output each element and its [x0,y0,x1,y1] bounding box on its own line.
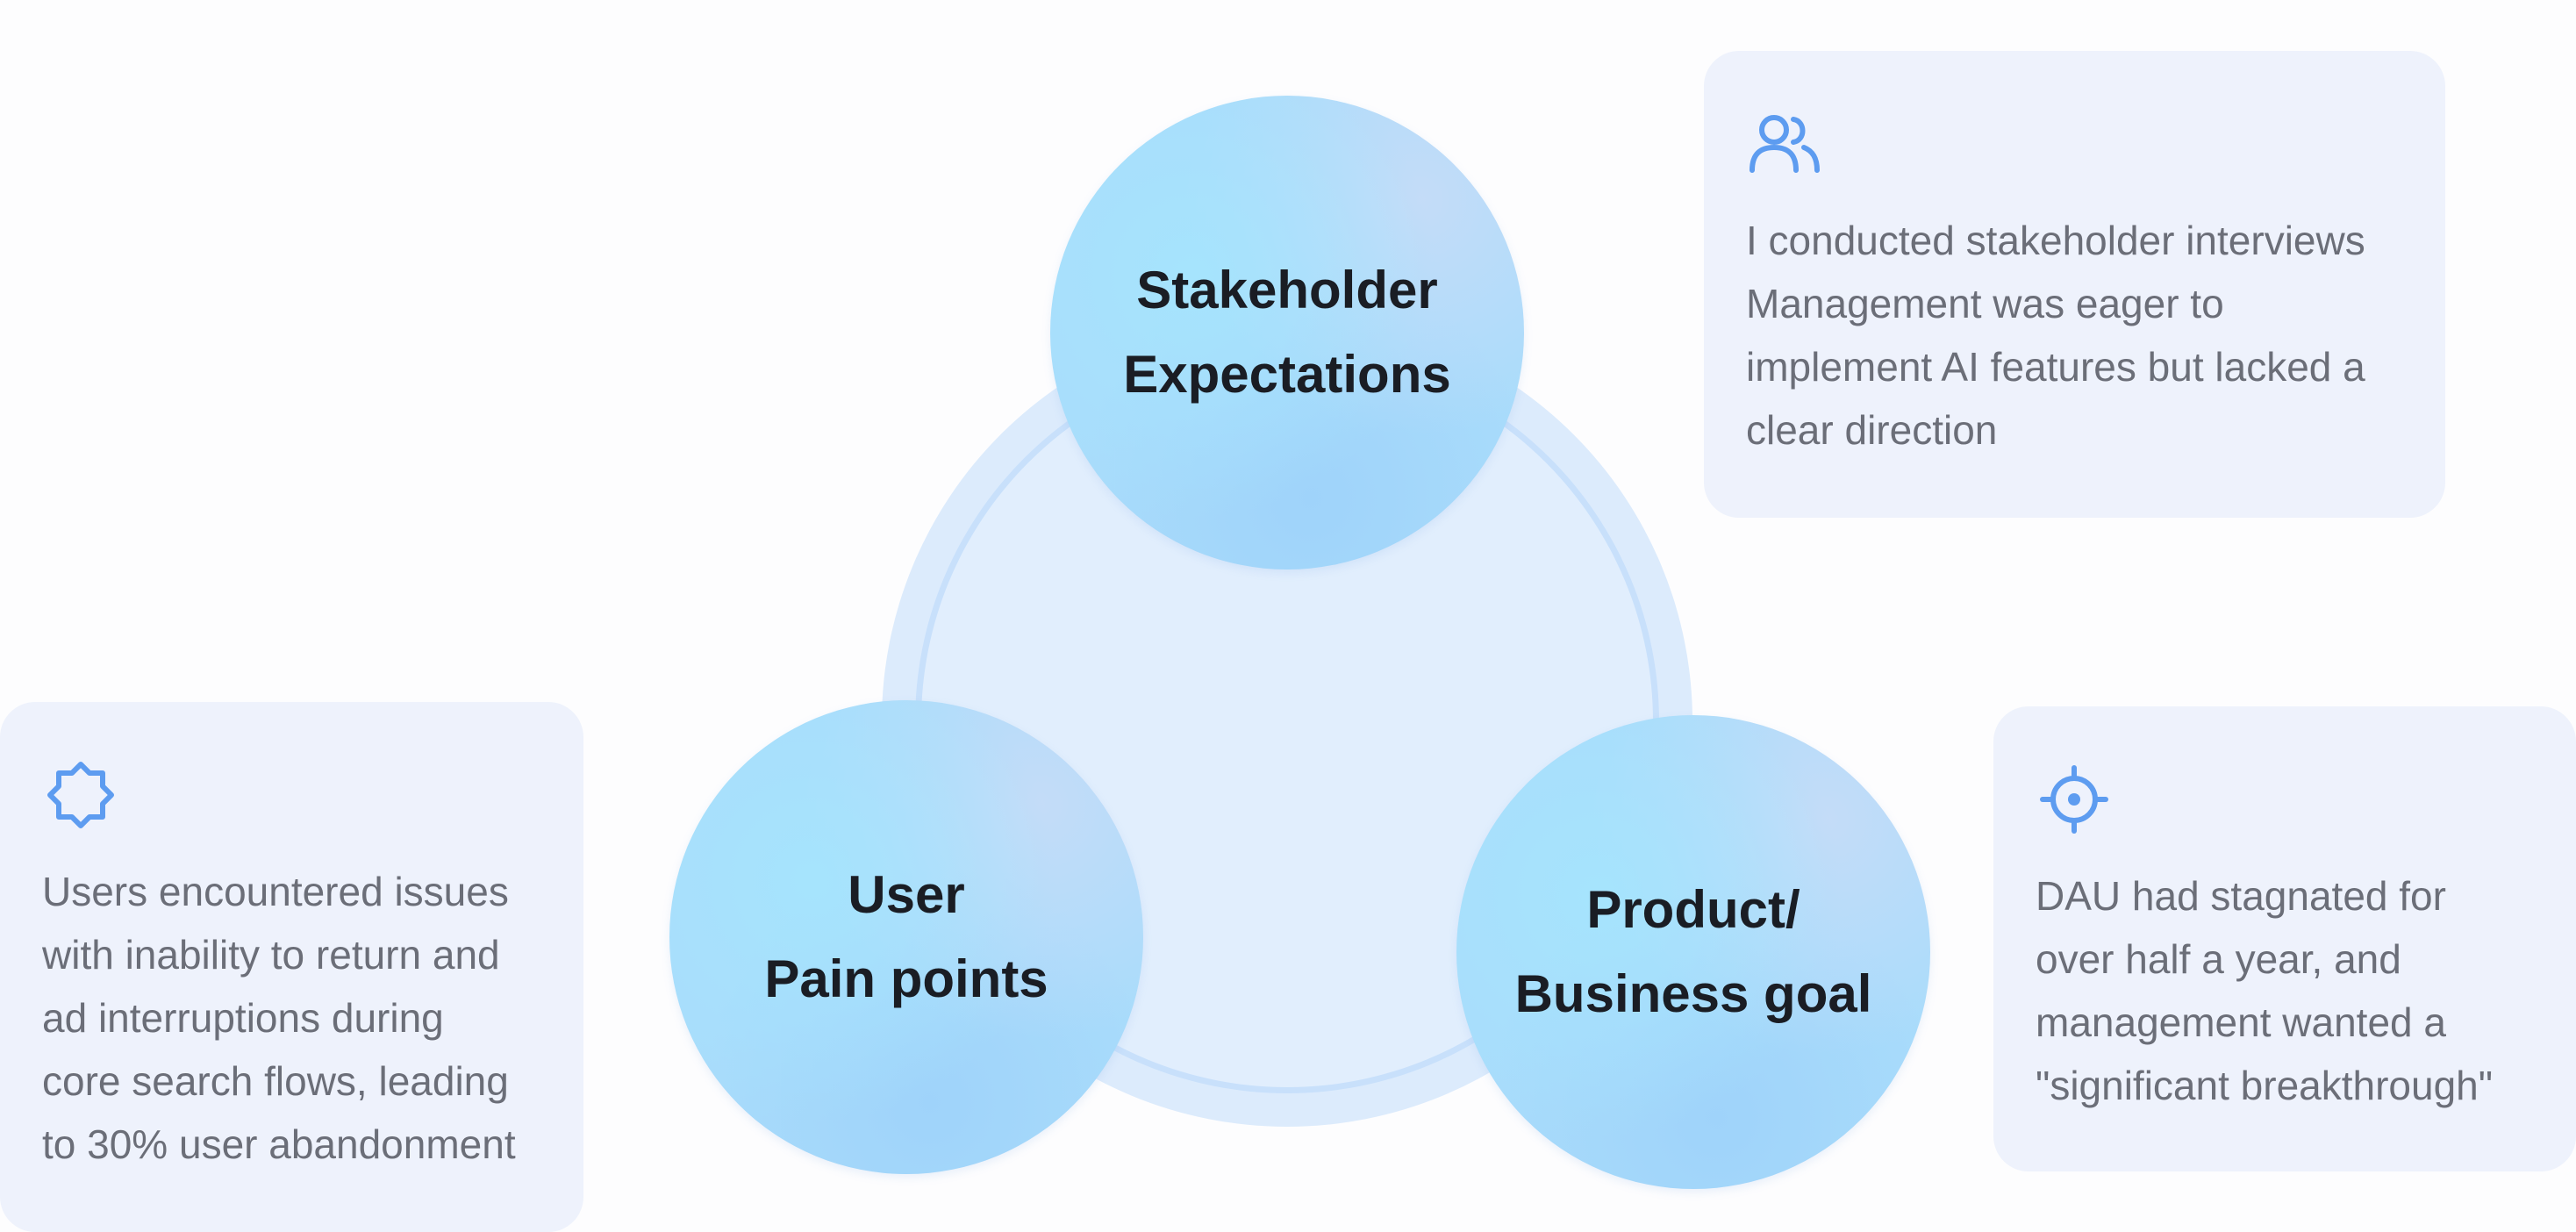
bubble-label: Product/ Business goal [1514,880,1872,1023]
user-pain-card: Users encountered issues with inability … [0,702,583,1232]
stakeholder-card-text: I conducted stakeholder interviews Manag… [1746,218,2365,453]
stakeholder-card: I conducted stakeholder interviews Manag… [1704,51,2445,518]
badge-icon [47,762,114,828]
business-goal-card-text: DAU had stagnated for over half a year, … [2036,873,2494,1108]
bubble-label: User Pain points [764,865,1048,1008]
stakeholder-expectations-bubble: Stakeholder Expectations [1050,96,1524,569]
users-icon [1750,115,1820,173]
user-pain-card-text: Users encountered issues with inability … [42,869,516,1167]
business-goal-card: DAU had stagnated for over half a year, … [1993,706,2576,1171]
business-goal-bubble: Product/ Business goal [1456,715,1930,1189]
target-icon [2040,765,2108,834]
bubble-label: Stakeholder Expectations [1123,261,1451,404]
user-pain-points-bubble: User Pain points [669,700,1143,1174]
